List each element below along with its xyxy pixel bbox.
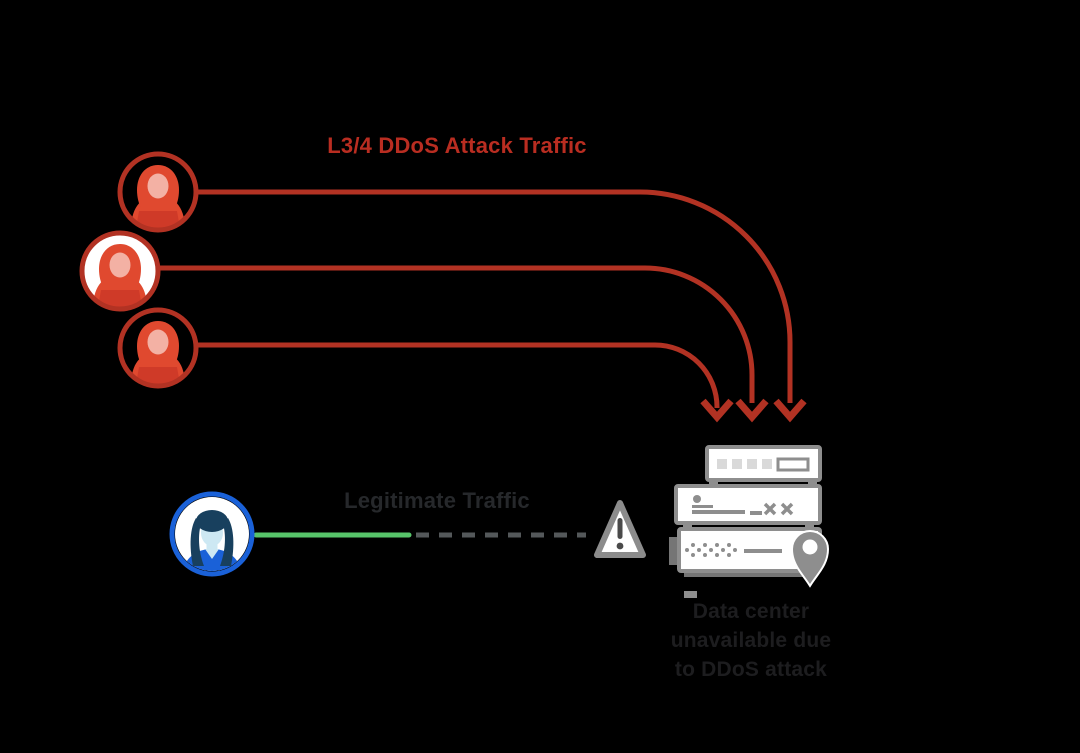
attack-path-3 [197, 342, 720, 408]
attack-arrowhead-2 [735, 398, 769, 423]
attacker-icon-1 [117, 151, 199, 233]
caption-line-1: Data center [692, 600, 810, 623]
caption-line-2: unavailable due [670, 629, 832, 652]
server-unit-middle [674, 484, 822, 525]
server-unit-top [705, 445, 822, 482]
vent-dots [685, 543, 737, 557]
attack-path-1 [198, 189, 793, 403]
attack-arrowhead-3 [700, 398, 734, 423]
legitimate-traffic-label: Legitimate Traffic [344, 488, 530, 513]
warning-triangle-icon [594, 500, 646, 558]
attack-flow [160, 189, 807, 423]
location-pin-icon [790, 530, 830, 588]
attack-traffic-label: L3/4 DDoS Attack Traffic [327, 133, 587, 158]
datacenter-caption: Data center unavailable due to DDoS atta… [621, 597, 881, 684]
attacker-icon-3 [117, 307, 199, 389]
attack-arrowhead-1 [773, 398, 807, 423]
female-user-avatar-icon [169, 491, 255, 577]
server-unit-bottom [677, 527, 822, 573]
attacker-icon-2 [79, 230, 161, 312]
attack-path-2 [160, 265, 755, 403]
caption-line-3: to DDoS attack [674, 658, 828, 681]
server-stack-icon [669, 445, 830, 598]
